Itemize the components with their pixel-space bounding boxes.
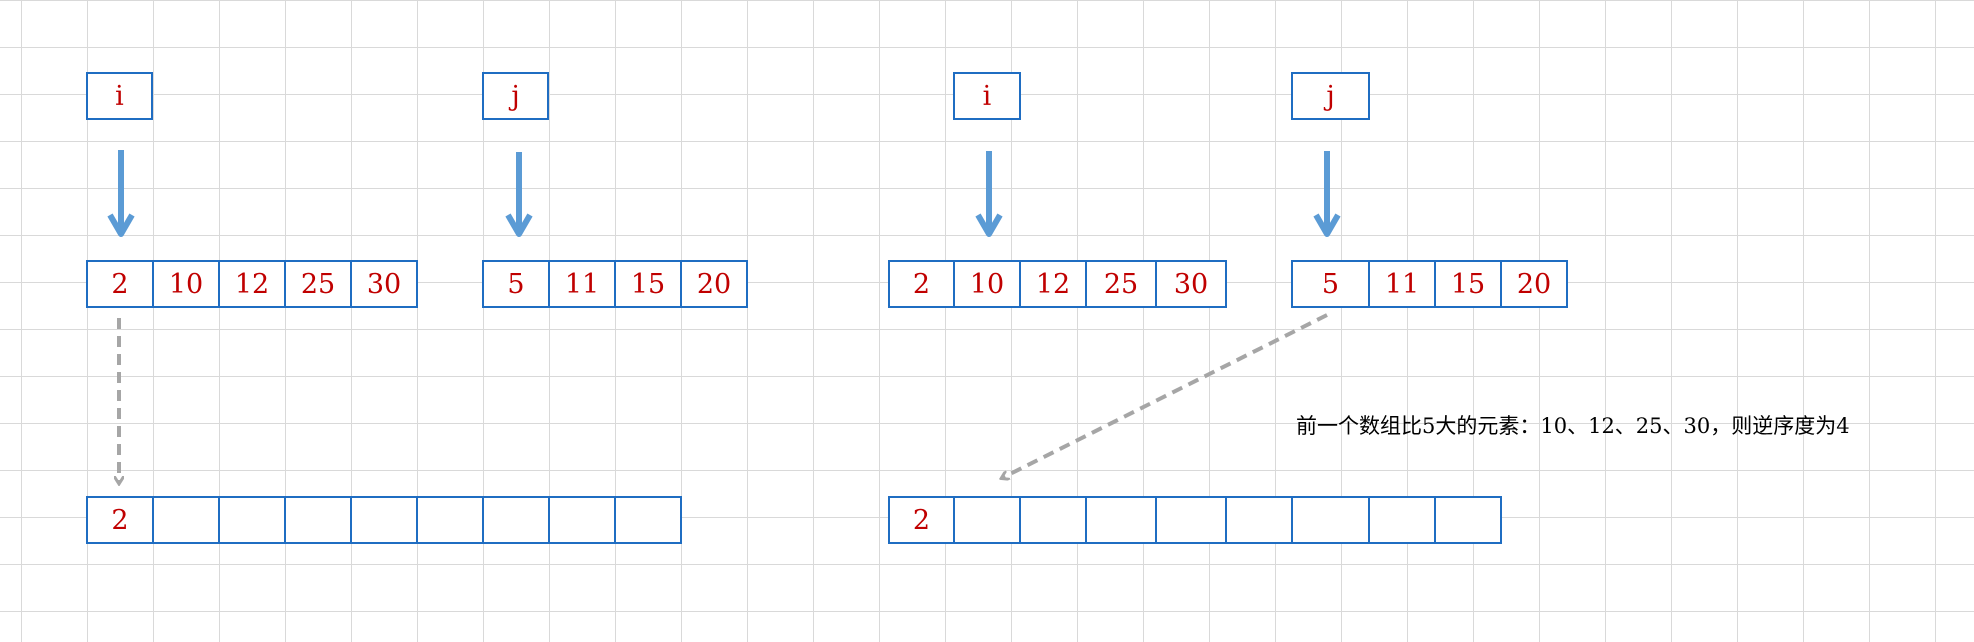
merged-cell: 2 — [888, 496, 955, 544]
merged-cell — [350, 496, 418, 544]
array-cell: 25 — [1085, 260, 1157, 308]
merged-cell — [1368, 496, 1436, 544]
merged-cell — [218, 496, 286, 544]
array-cell: 15 — [1434, 260, 1502, 308]
pointer-box-left-i: i — [86, 72, 153, 120]
array-cell: 10 — [953, 260, 1021, 308]
merged-cell — [1019, 496, 1087, 544]
array-cell: 12 — [1019, 260, 1087, 308]
array-cell: 5 — [482, 260, 550, 308]
array-cell: 11 — [548, 260, 616, 308]
pointer-arrow-right-i — [975, 151, 1003, 237]
pointer-box-right-i: i — [953, 72, 1021, 120]
inversion-annotation: 前一个数组比5大的元素：10、12、25、30，则逆序度为4 — [1296, 414, 1850, 438]
merged-cell — [284, 496, 352, 544]
array-cell: 5 — [1291, 260, 1370, 308]
array-cell: 30 — [1155, 260, 1227, 308]
array-cell: 20 — [1500, 260, 1568, 308]
merged-cell — [548, 496, 616, 544]
array-cell: 11 — [1368, 260, 1436, 308]
array-cell: 2 — [888, 260, 955, 308]
merged-cell — [614, 496, 682, 544]
pointer-box-left-j: j — [482, 72, 549, 120]
merged-cell — [1085, 496, 1157, 544]
array-cell: 15 — [614, 260, 682, 308]
merged-cell — [416, 496, 484, 544]
pointer-box-right-j: j — [1291, 72, 1370, 120]
array-cell: 25 — [284, 260, 352, 308]
merged-cell — [152, 496, 220, 544]
array-cell: 10 — [152, 260, 220, 308]
merged-cell — [953, 496, 1021, 544]
array-cell: 12 — [218, 260, 286, 308]
move-arrow-right — [1002, 313, 1328, 478]
pointer-arrow-left-j — [505, 152, 533, 237]
merged-cell — [1155, 496, 1227, 544]
array-cell: 30 — [350, 260, 418, 308]
pointer-arrow-right-j — [1313, 151, 1341, 237]
merged-cell — [1291, 496, 1370, 544]
merged-cell — [1434, 496, 1502, 544]
array-cell: 20 — [680, 260, 748, 308]
merged-cell: 2 — [86, 496, 154, 544]
merged-cell — [482, 496, 550, 544]
pointer-arrow-left-i — [107, 150, 135, 237]
merged-cell — [1225, 496, 1293, 544]
array-cell: 2 — [86, 260, 154, 308]
